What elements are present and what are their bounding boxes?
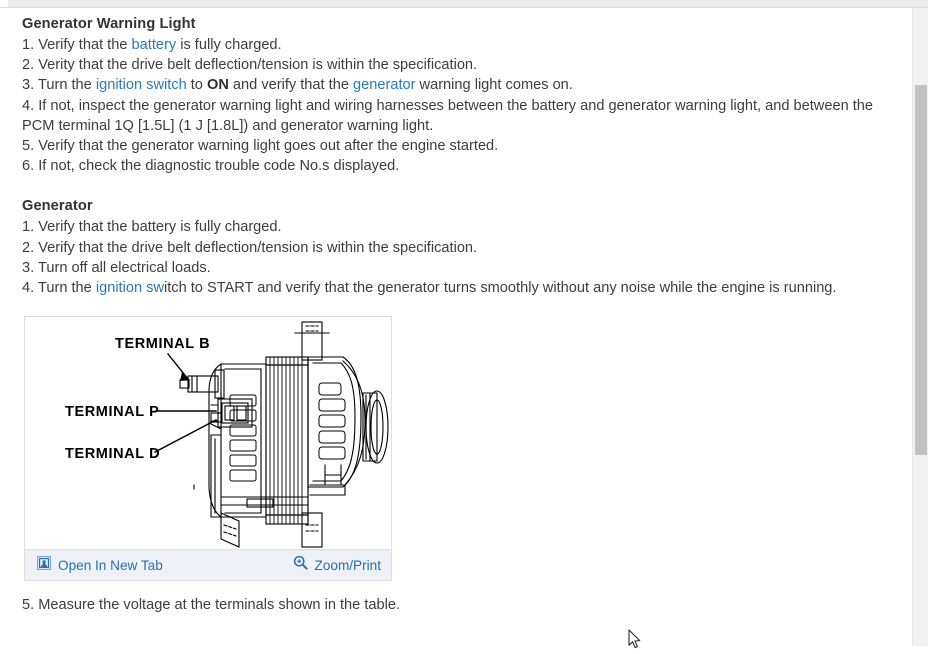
step-text-part: Turn the [37, 280, 96, 297]
step-text-part: Verify that the battery is fully charged… [38, 219, 282, 236]
callout-terminal-d: TERMINAL D [65, 446, 160, 462]
link-ignition-switch[interactable]: ignition switch [95, 77, 187, 94]
browser-top-strip [0, 0, 928, 8]
list-item: 4. Turn the ignition switch to START and… [22, 278, 890, 298]
step-number: 3. [22, 77, 35, 94]
step-text-part: Verify that the drive belt deflection/te… [38, 239, 478, 256]
figure-footer-bar: Open In New Tab Zoom/Print [25, 550, 391, 581]
list-item: 1. Verify that the battery is fully char… [22, 217, 890, 237]
figure-panel: TERMINAL B TERMINAL P TERMINAL D [24, 316, 392, 582]
step-text-part: If not, check the diagnostic trouble cod… [38, 158, 400, 175]
list-item: 3. Turn the ignition switch to ON and ve… [22, 75, 890, 95]
open-in-new-tab-icon [37, 555, 52, 576]
open-in-new-tab-button[interactable]: Open In New Tab [37, 555, 163, 576]
generator-diagram-svg: TERMINAL B TERMINAL P TERMINAL D [25, 317, 391, 550]
magnifier-plus-icon [293, 555, 308, 576]
step-text-part: warning light comes on. [415, 77, 573, 94]
figure-image-area[interactable]: TERMINAL B TERMINAL P TERMINAL D [25, 317, 391, 551]
document-scroll-area[interactable]: Generator Warning Light 1. Verify that t… [0, 8, 912, 646]
steps-list-generator-warning-light: 1. Verify that the battery is fully char… [22, 35, 890, 176]
step-text-part: Verify that the [38, 37, 132, 53]
step-text-part: Turn off all electrical loads. [37, 259, 211, 276]
document-content: Generator Warning Light 1. Verify that t… [0, 8, 912, 615]
step-text-part: to [186, 77, 207, 94]
after-figure-text: 5. Measure the voltage at the terminals … [22, 597, 401, 614]
list-item: 2. Verity that the drive belt deflection… [22, 55, 890, 75]
vertical-scrollbar-track[interactable] [912, 8, 928, 646]
step-number: 4. [22, 280, 35, 297]
list-item: 5. Verify that the generator warning lig… [22, 136, 890, 156]
link-generator[interactable]: generator [353, 77, 416, 94]
list-item: 1. Verify that the battery is fully char… [22, 35, 890, 55]
steps-list-generator: 1. Verify that the battery is fully char… [22, 217, 890, 298]
callout-terminal-b: TERMINAL B [115, 336, 210, 352]
step-text-part: Verify that the generator warning light … [38, 138, 499, 155]
list-item: 2. Verify that the drive belt deflection… [22, 238, 890, 258]
step-text-part: If not, inspect the generator warning li… [22, 97, 874, 134]
list-item: 3. Turn off all electrical loads. [22, 258, 890, 278]
section-gap [22, 176, 890, 196]
link-ignition-switch-2[interactable]: ignition sw [95, 280, 164, 297]
step-number: 6. [22, 158, 35, 175]
step-text-part: is fully charged. [176, 37, 282, 53]
step-number: 2. [22, 57, 35, 74]
callout-terminal-p: TERMINAL P [65, 404, 159, 420]
section-title-generator: Generator [22, 198, 93, 215]
list-item: 4. If not, inspect the generator warning… [22, 96, 890, 136]
list-item: 6. If not, check the diagnostic trouble … [22, 156, 890, 176]
vertical-scrollbar-thumb[interactable] [915, 85, 927, 455]
step-text-part: Verity that the drive belt deflection/te… [38, 57, 478, 74]
top-strip-left-cap [0, 0, 8, 7]
zoom-print-label: Zoom/Print [314, 557, 381, 573]
step-number: 1. [22, 37, 35, 53]
step-text-part: and verify that the [228, 77, 353, 94]
link-battery[interactable]: battery [131, 37, 177, 53]
step-text-part: itch to START and verify that the genera… [163, 280, 837, 297]
step-number: 1. [22, 219, 35, 236]
step-number: 3. [22, 259, 35, 276]
zoom-print-button[interactable]: Zoom/Print [293, 555, 381, 576]
step-number: 4. [22, 97, 35, 114]
section-title-generator-warning-light: Generator Warning Light [22, 16, 196, 32]
step-number: 5. [22, 138, 35, 155]
step-text-part: Turn the [37, 77, 96, 94]
step-number: 2. [22, 239, 35, 256]
open-in-new-tab-label: Open In New Tab [58, 557, 163, 573]
emphasis-on: ON [206, 77, 229, 94]
